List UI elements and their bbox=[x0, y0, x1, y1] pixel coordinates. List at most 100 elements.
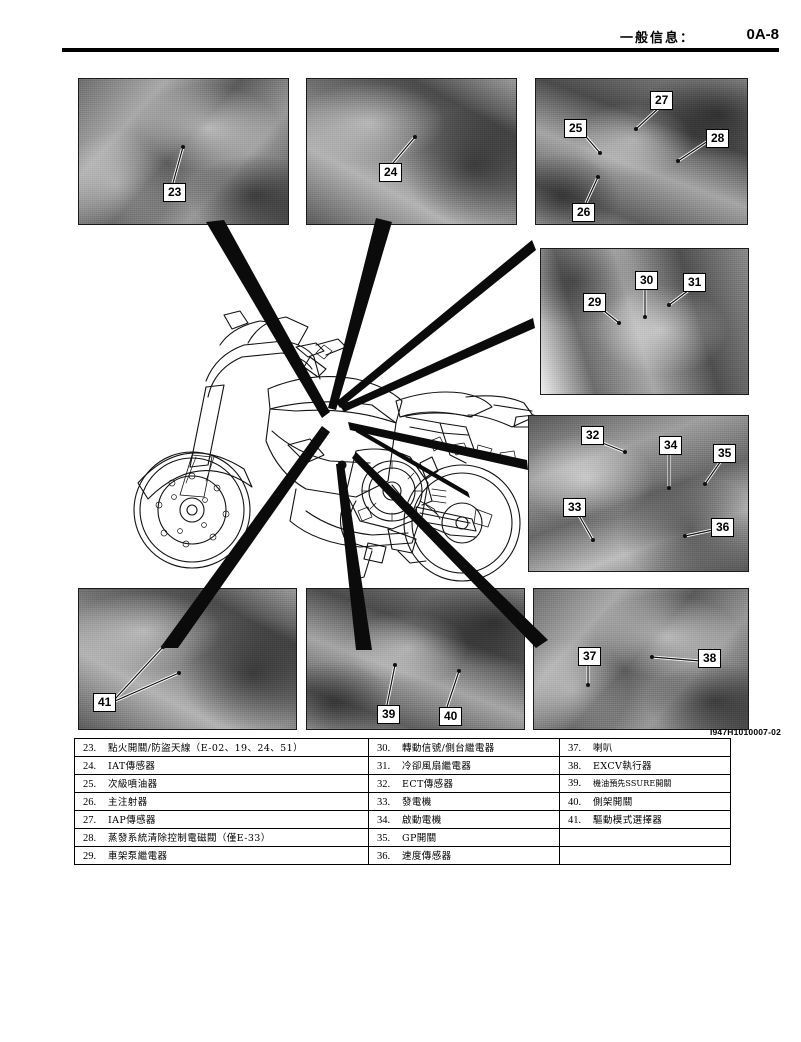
callout-36: 36 bbox=[711, 518, 735, 537]
legend-number: 24. bbox=[83, 761, 97, 772]
legend-number: 25. bbox=[83, 779, 97, 790]
legend-number: 26. bbox=[83, 797, 97, 808]
legend-number: 32. bbox=[377, 779, 391, 790]
legend-text: 速度傳感器 bbox=[402, 851, 452, 862]
legend-text: 機油預先SSURE開關 bbox=[593, 778, 672, 788]
legend-text: 喇叭 bbox=[593, 743, 613, 754]
legend-cell-a5: 28. 蒸發系統清除控制電磁閥（僅E-33） bbox=[74, 828, 369, 847]
legend-number: 40. bbox=[568, 797, 582, 808]
legend-text: IAT傳感器 bbox=[108, 761, 156, 772]
panel-ignition-switch: 23 bbox=[78, 78, 289, 225]
legend-text: 蒸發系統清除控制電磁閥（僅E-33） bbox=[108, 833, 271, 844]
legend-cell-a0: 23. 點火開關/防盜天線（E-02、19、24、51） bbox=[74, 738, 369, 757]
legend-text: 轉動信號/側台繼電器 bbox=[402, 743, 495, 754]
legend-number: 23. bbox=[83, 743, 97, 754]
legend-cell-a2: 25. 次級噴油器 bbox=[74, 774, 369, 793]
legend-number: 34. bbox=[377, 815, 391, 826]
legend-number: 31. bbox=[377, 761, 391, 772]
figure-area: 23 24 bbox=[0, 60, 801, 732]
callout-29: 29 bbox=[583, 293, 607, 312]
legend-cell-b0: 30. 轉動信號/側台繼電器 bbox=[368, 738, 560, 757]
legend-text: IAP傳感器 bbox=[108, 815, 156, 826]
legend-text: 驅動模式選擇器 bbox=[593, 815, 663, 826]
panel-engine-sensors: 32 33 34 35 36 bbox=[528, 415, 749, 572]
callout-31: 31 bbox=[683, 273, 707, 292]
callout-27: 27 bbox=[650, 91, 674, 110]
legend-number: 29. bbox=[83, 851, 97, 862]
legend-cell-a1: 24. IAT傳感器 bbox=[74, 756, 369, 775]
legend-number: 30. bbox=[377, 743, 391, 754]
legend-cell-c3: 40. 側架開關 bbox=[559, 792, 731, 811]
leader-line-23 bbox=[171, 145, 185, 184]
legend-number: 38. bbox=[568, 761, 582, 772]
header-divider-rule bbox=[62, 48, 779, 52]
legend-text: GP開關 bbox=[402, 833, 437, 844]
table-row: 29. 車架泵繼電器 36. 速度傳感器 bbox=[74, 846, 731, 865]
table-row: 23. 點火開關/防盜天線（E-02、19、24、51） 30. 轉動信號/側台… bbox=[74, 738, 731, 757]
legend-text: ECT傳感器 bbox=[402, 779, 454, 790]
pointer-wedge-group bbox=[160, 218, 548, 650]
callout-30: 30 bbox=[635, 271, 659, 290]
panel-injectors: 25 26 27 28 bbox=[535, 78, 748, 225]
leader-line-24 bbox=[391, 135, 417, 164]
legend-cell-c2: 39. 機油預先SSURE開關 bbox=[559, 774, 731, 793]
table-row: 26. 主注射器 33. 發電機 40. 側架開關 bbox=[74, 792, 731, 811]
table-row: 24. IAT傳感器 31. 冷卻風扇繼電器 38. EXCV執行器 bbox=[74, 756, 731, 775]
legend-number: 27. bbox=[83, 815, 97, 826]
callout-39: 39 bbox=[377, 705, 401, 724]
callout-33: 33 bbox=[563, 498, 587, 517]
callout-25: 25 bbox=[564, 119, 588, 138]
panel-iat-sensor: 24 bbox=[306, 78, 517, 225]
legend-cell-c4: 41. 驅動模式選擇器 bbox=[559, 810, 731, 829]
legend-cell-b5: 35. GP開關 bbox=[368, 828, 560, 847]
leader-lines-32-36 bbox=[575, 438, 725, 542]
legend-number: 33. bbox=[377, 797, 391, 808]
leader-lines-41 bbox=[113, 645, 181, 703]
table-row: 28. 蒸發系統清除控制電磁閥（僅E-33） 35. GP開關 bbox=[74, 828, 731, 847]
legend-number: 36. bbox=[377, 851, 391, 862]
callout-26: 26 bbox=[572, 203, 596, 222]
legend-cell-b3: 33. 發電機 bbox=[368, 792, 560, 811]
legend-cell-b4: 34. 啟動電機 bbox=[368, 810, 560, 829]
legend-cell-c0: 37. 喇叭 bbox=[559, 738, 731, 757]
legend-text: 車架泵繼電器 bbox=[108, 851, 168, 862]
legend-cell-c5 bbox=[559, 828, 731, 847]
callout-41: 41 bbox=[93, 693, 117, 712]
table-row: 27. IAP傳感器 34. 啟動電機 41. 驅動模式選擇器 bbox=[74, 810, 731, 829]
legend-cell-b6: 36. 速度傳感器 bbox=[368, 846, 560, 865]
legend-cell-a6: 29. 車架泵繼電器 bbox=[74, 846, 369, 865]
callout-35: 35 bbox=[713, 444, 737, 463]
legend-number: 37. bbox=[568, 743, 582, 754]
callout-32: 32 bbox=[581, 426, 605, 445]
legend-cell-a4: 27. IAP傳感器 bbox=[74, 810, 369, 829]
legend-text: 次級噴油器 bbox=[108, 779, 158, 790]
panel-relays: 29 30 31 bbox=[540, 248, 749, 395]
page-title: 一般信息： bbox=[619, 31, 695, 46]
callout-40: 40 bbox=[439, 707, 463, 726]
callout-37: 37 bbox=[578, 647, 602, 666]
panel-horn-excv: 37 38 bbox=[533, 588, 749, 730]
legend-cell-a3: 26. 主注射器 bbox=[74, 792, 369, 811]
leader-lines-39-40 bbox=[385, 663, 461, 708]
legend-cell-b1: 31. 冷卻風扇繼電器 bbox=[368, 756, 560, 775]
page-number: 0A-8 bbox=[746, 26, 779, 43]
callout-38: 38 bbox=[698, 649, 722, 668]
table-row: 25. 次級噴油器 32. ECT傳感器 39. 機油預先SSURE開關 bbox=[74, 774, 731, 793]
legend-cell-b2: 32. ECT傳感器 bbox=[368, 774, 560, 793]
panel-oil-pressure-sidestand: 39 40 bbox=[306, 588, 525, 730]
figure-reference-code: I947H1010007-02 bbox=[709, 727, 781, 737]
legend-text: 發電機 bbox=[402, 797, 432, 808]
legend-number: 28. bbox=[83, 833, 97, 844]
legend-text: 冷卻風扇繼電器 bbox=[402, 761, 472, 772]
legend-text: EXCV執行器 bbox=[593, 761, 652, 772]
legend-number: 39. bbox=[568, 777, 582, 789]
legend-cell-c1: 38. EXCV執行器 bbox=[559, 756, 731, 775]
legend-text: 點火開關/防盜天線（E-02、19、24、51） bbox=[108, 743, 303, 754]
legend-text: 啟動電機 bbox=[402, 815, 442, 826]
callout-28: 28 bbox=[706, 129, 730, 148]
legend-number: 41. bbox=[568, 815, 582, 826]
legend-cell-c6 bbox=[559, 846, 731, 865]
legend-text: 主注射器 bbox=[108, 797, 148, 808]
leader-lines-25-28 bbox=[579, 103, 709, 204]
callout-34: 34 bbox=[659, 436, 683, 455]
